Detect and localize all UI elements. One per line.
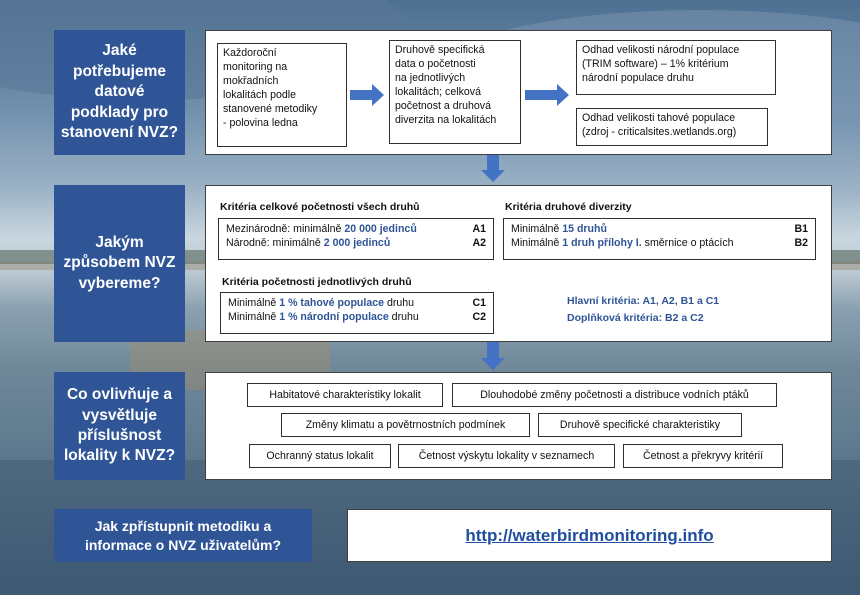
species-criteria-heading: Kritéria početnosti jednotlivých druhů — [222, 276, 412, 288]
criterion-c2-row: Minimálně 1 % národní populace druhu C2 — [228, 310, 486, 323]
diversity-criteria-box: Minimálně 15 druhů B1 Minimálně 1 druh p… — [503, 218, 816, 260]
abundance-criteria-heading: Kritéria celkové početnosti všech druhů — [220, 201, 420, 213]
main-criteria-note: Hlavní kritéria: A1, A2, B1 a C1 — [567, 295, 720, 307]
arrow-down-icon — [481, 155, 505, 182]
species-data-box: Druhově specifická data o početnosti na … — [389, 40, 521, 144]
link-panel: http://waterbirdmonitoring.info — [347, 509, 832, 562]
arrow-right-icon — [350, 84, 384, 106]
factor-climate: Změny klimatu a povětrnostních podmínek — [281, 413, 530, 437]
factor-habitat: Habitatové charakteristiky lokalit — [247, 383, 443, 407]
criterion-a2-row: Národně: minimálně 2 000 jedinců A2 — [226, 236, 486, 249]
arrow-right-icon — [525, 84, 569, 106]
question-access-methodology: Jak zpřístupnit metodiku a informace o N… — [54, 509, 312, 562]
criterion-a1-row: Mezinárodně: minimálně 20 000 jedinců A1 — [226, 223, 486, 235]
arrow-down-icon — [481, 342, 505, 370]
diversity-criteria-heading: Kritéria druhové diverzity — [505, 201, 632, 213]
waterbird-monitoring-link[interactable]: http://waterbirdmonitoring.info — [465, 525, 714, 545]
supplementary-criteria-note: Doplňková kritéria: B2 a C2 — [567, 312, 704, 324]
criterion-c1-row: Minimálně 1 % tahové populace druhu C1 — [228, 297, 486, 309]
factor-long-term-changes: Dlouhodobé změny početnosti a distribuce… — [452, 383, 777, 407]
criterion-b2-row: Minimálně 1 druh přílohy I. směrnice o p… — [511, 236, 808, 249]
question-data-needs: Jaké potřebujeme datové podklady pro sta… — [54, 30, 185, 155]
annual-monitoring-box: Každoroční monitoring na mokřadních loka… — [217, 43, 347, 147]
question-influencing-factors: Co ovlivňuje a vysvětluje příslušnost lo… — [54, 372, 185, 480]
national-population-box: Odhad velikosti národní populace (TRIM s… — [576, 40, 776, 95]
factor-criteria-overlap: Četnost a překryvy kritérií — [623, 444, 783, 468]
criterion-b1-row: Minimálně 15 druhů B1 — [511, 223, 808, 235]
factor-species-traits: Druhově specifické charakteristiky — [538, 413, 742, 437]
factor-listing-frequency: Četnost výskytu lokality v seznamech — [398, 444, 615, 468]
factor-protection-status: Ochranný status lokalit — [249, 444, 391, 468]
species-criteria-box: Minimálně 1 % tahové populace druhu C1 M… — [220, 292, 494, 334]
flyway-population-box: Odhad velikosti tahové populace (zdroj -… — [576, 108, 768, 146]
question-selection-method: Jakým způsobem NVZ vybereme? — [54, 185, 185, 342]
abundance-criteria-box: Mezinárodně: minimálně 20 000 jedinců A1… — [218, 218, 494, 260]
